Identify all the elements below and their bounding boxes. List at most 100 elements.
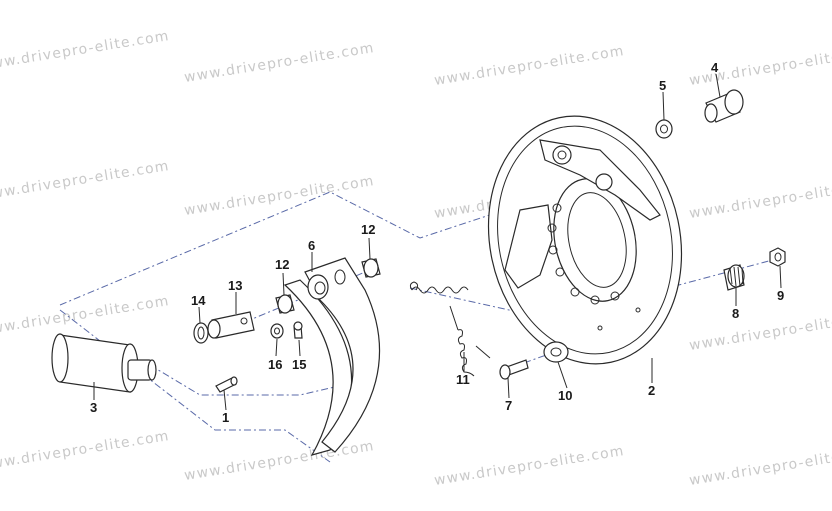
callout-16: 16 — [268, 357, 282, 372]
circlip-inner — [197, 326, 205, 340]
callout-numbers: 1 2 3 4 5 6 7 8 9 10 11 12 12 13 14 15 1… — [90, 60, 784, 425]
callout-12-lower: 12 — [275, 257, 289, 272]
backing-plate-hub-bore — [567, 192, 627, 288]
watermark-text: www.drivepro-elite.com — [183, 173, 376, 219]
leader-line-14 — [198, 306, 201, 324]
callout-8: 8 — [732, 306, 739, 321]
centerline-bolt — [509, 349, 561, 369]
split-pin — [293, 321, 303, 339]
leader-line-10 — [557, 361, 568, 389]
backing-plate-pivot-boss — [552, 145, 572, 165]
watermark-layer: www.drivepro-elite.com www.drivepro-elit… — [0, 28, 832, 489]
shoe-pin-hole — [240, 317, 248, 325]
nut — [769, 247, 786, 267]
shoe-pin — [207, 311, 255, 339]
leader-line-7 — [507, 377, 510, 399]
bolt-hole — [555, 267, 565, 277]
bushing-upper-end — [363, 258, 379, 278]
bolt-hole — [610, 291, 620, 301]
centerline-adjuster — [659, 257, 781, 291]
nut-hex — [769, 247, 786, 267]
callout-3: 3 — [90, 400, 97, 415]
washer-ring — [655, 119, 673, 139]
adjuster-knurl-lines — [729, 266, 744, 287]
brake-shoe-lining — [283, 279, 353, 456]
circlip-ring — [193, 322, 209, 344]
watermark-text: www.drivepro-elite.com — [183, 40, 376, 86]
washer-small-hole — [274, 327, 280, 335]
shoe-pin-head — [207, 319, 221, 339]
return-springs — [409, 281, 491, 377]
callout-9: 9 — [777, 288, 784, 303]
backing-plate-bracket — [504, 204, 553, 289]
leader-line-1 — [223, 389, 227, 411]
callout-1: 1 — [222, 410, 229, 425]
wheel-cylinder — [51, 333, 157, 393]
adjuster — [723, 264, 745, 291]
callout-14: 14 — [191, 293, 206, 308]
leader-line-15 — [298, 339, 301, 357]
bolt-hole — [548, 245, 558, 255]
watermark-text: www.drivepro-elite.com — [688, 176, 832, 222]
watermark-text: www.drivepro-elite.com — [0, 158, 171, 204]
callout-12-upper: 12 — [361, 222, 375, 237]
backing-plate-pivot-hole — [557, 150, 567, 160]
brake-shoe — [283, 257, 381, 456]
backing-plate-hub-ring — [553, 178, 637, 302]
cam-washer-hole — [550, 347, 562, 357]
wheel-cylinder-end — [51, 333, 69, 383]
bolt-hole — [590, 295, 600, 305]
bushing-lower — [275, 294, 295, 314]
leader-line-12b — [282, 272, 285, 296]
watermark-text: www.drivepro-elite.com — [688, 443, 832, 489]
backing-plate — [487, 115, 683, 365]
pivot-bushing-end — [704, 103, 718, 123]
return-spring-lower — [457, 329, 475, 377]
callout-4: 4 — [711, 60, 719, 75]
circlip — [193, 322, 209, 344]
watermark-text: www.drivepro-elite.com — [0, 428, 171, 474]
washer — [655, 119, 673, 139]
backing-plate-adjuster-boss — [595, 173, 613, 191]
callout-5: 5 — [659, 78, 666, 93]
pivot-bushing-flange — [724, 89, 744, 115]
callout-11: 11 — [456, 372, 470, 387]
callout-13: 13 — [228, 278, 242, 293]
callout-10: 10 — [558, 388, 572, 403]
centerline-upper — [59, 191, 521, 306]
watermark-text: www.drivepro-elite.com — [433, 443, 626, 489]
nut-hole — [774, 252, 782, 262]
mount-hole — [597, 325, 603, 331]
return-spring-upper — [411, 286, 469, 294]
bolt-hole — [570, 287, 580, 297]
pivot-bushing — [704, 89, 744, 123]
cam-washer — [543, 341, 569, 363]
brake-shoe-slot — [334, 269, 346, 285]
bolt-hole — [552, 203, 562, 213]
return-spring-link — [449, 305, 491, 359]
leader-line-4 — [715, 73, 721, 98]
mount-hole — [635, 307, 641, 313]
bolt-hole — [547, 223, 557, 233]
brake-shoe-web — [304, 257, 381, 453]
bolt-head — [499, 364, 511, 380]
watermark-text: www.drivepro-elite.com — [183, 438, 376, 484]
return-spring-upper-hook — [409, 281, 419, 291]
watermark-text: www.drivepro-elite.com — [0, 28, 171, 74]
bleeder-screw-tip — [230, 376, 238, 386]
wheel-cylinder-port-end — [147, 359, 157, 381]
brake-shoe-pivot-hole — [314, 281, 326, 295]
bushing-lower-end — [277, 294, 293, 314]
callout-6: 6 — [308, 238, 315, 253]
bolt — [499, 359, 529, 380]
leader-line-9 — [779, 265, 782, 289]
watermark-text: www.drivepro-elite.com — [433, 43, 626, 89]
washer-hole — [660, 124, 668, 134]
callout-2: 2 — [648, 383, 655, 398]
watermark-text: www.drivepro-elite.com — [688, 308, 832, 354]
callout-7: 7 — [505, 398, 512, 413]
bleeder-screw — [215, 376, 238, 393]
callout-15: 15 — [292, 357, 306, 372]
wheel-cylinder-body — [59, 334, 131, 393]
